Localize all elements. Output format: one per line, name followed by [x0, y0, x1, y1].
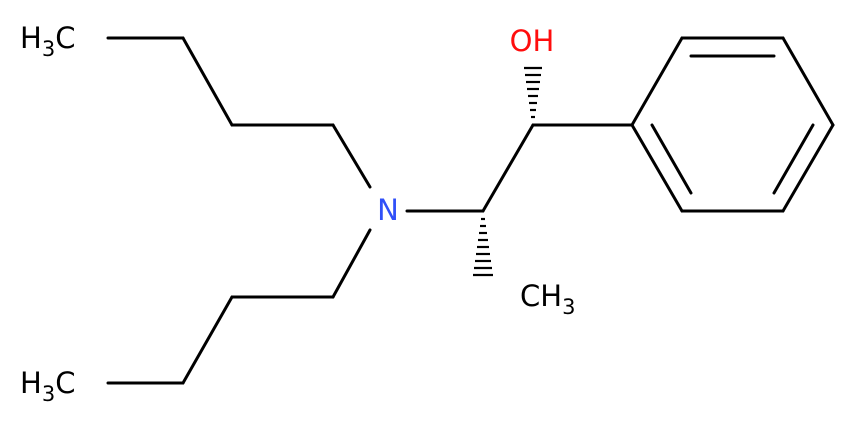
hashed-wedge-oh [524, 66, 542, 119]
bond [781, 36, 835, 127]
methyl-right-label: CH3 [520, 279, 575, 319]
hydroxyl-label: OH [510, 24, 555, 58]
bond [331, 123, 372, 189]
bond [772, 123, 815, 195]
bond [650, 123, 693, 195]
bond [181, 295, 234, 385]
bond [781, 123, 835, 213]
methyl-bottom-label: H3C [20, 366, 75, 406]
hashed-wedge-methyl [473, 217, 493, 277]
nitrogen-label: N [377, 193, 399, 227]
methyl-top-label: H3C [20, 21, 75, 61]
bond [481, 123, 535, 213]
bond [331, 228, 372, 299]
bond [630, 36, 684, 127]
bond [630, 123, 684, 213]
bond [181, 36, 234, 127]
skeleton-bonds [106, 36, 835, 385]
